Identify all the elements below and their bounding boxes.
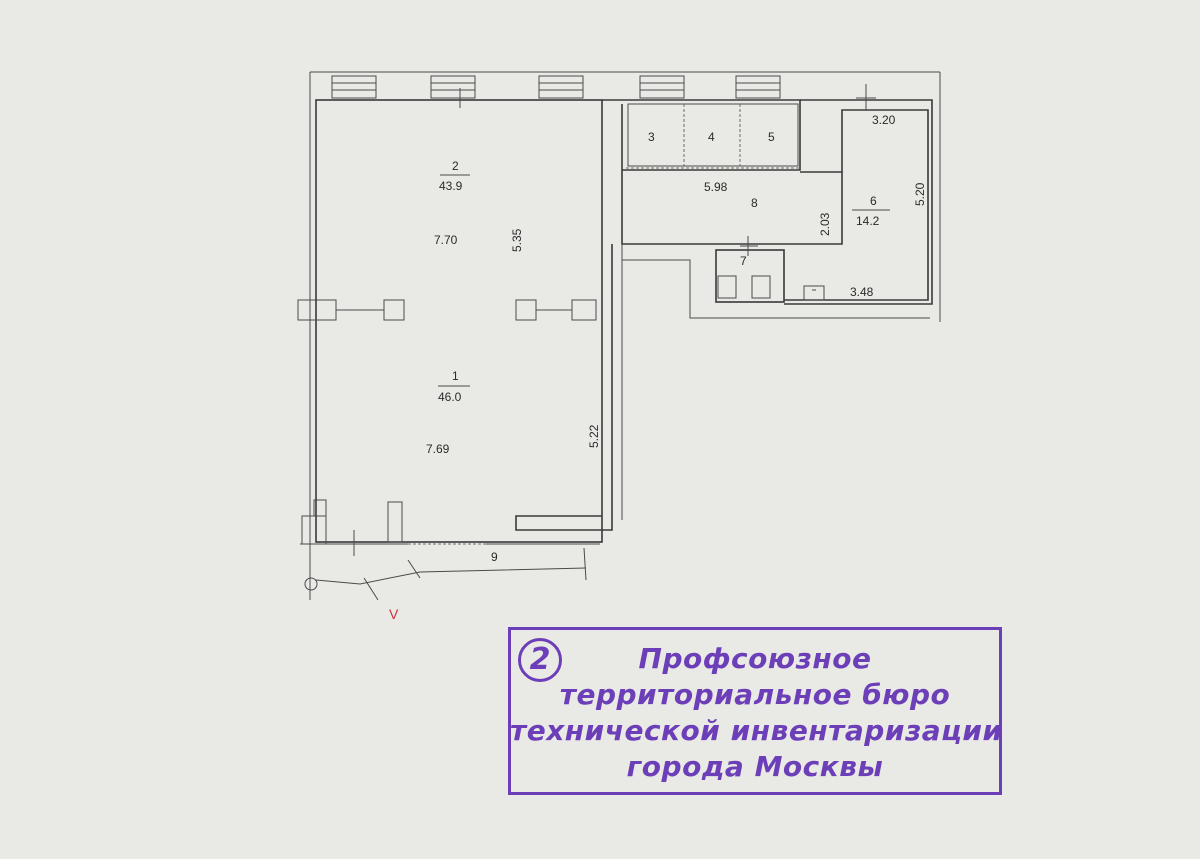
room-7-number: 7	[740, 254, 747, 268]
dimension-label: 5.20	[913, 182, 927, 206]
room-8-number: 8	[751, 196, 758, 210]
stamp-number-circle: 2	[518, 638, 562, 682]
dimension-label: 7.70	[434, 233, 458, 247]
dimension-label: 5.98	[704, 180, 728, 194]
room-3-number: 3	[648, 130, 655, 144]
room-9-number: 9	[491, 550, 498, 564]
room-6-area: 14.2	[856, 214, 880, 228]
stamp-line-1: Профсоюзное	[638, 642, 872, 675]
entrance-mark: V	[389, 606, 399, 622]
room-5-number: 5	[768, 130, 775, 144]
dimension-label: 5.35	[510, 228, 524, 252]
room-2-number: 2	[452, 159, 459, 173]
stamp-line-4: города Москвы	[626, 750, 884, 783]
building-walls	[297, 71, 941, 601]
dimension-label: 3.48	[850, 285, 874, 299]
dimension-label: 5.22	[587, 424, 601, 448]
stamp-line-2: территориальное бюро	[559, 678, 951, 711]
stamp-line-3: технической инвентаризации	[510, 714, 1003, 747]
room-2-area: 43.9	[439, 179, 463, 193]
dimension-label: 7.69	[426, 442, 450, 456]
room-6-number: 6	[870, 194, 877, 208]
room-1-area: 46.0	[438, 390, 462, 404]
windows-top	[331, 75, 781, 99]
room-1-number: 1	[452, 369, 459, 383]
dimension-label: 2.03	[818, 212, 832, 236]
dimension-label: 3.20	[872, 113, 896, 127]
stamp-frame	[508, 627, 1002, 795]
room-4-number: 4	[708, 130, 715, 144]
